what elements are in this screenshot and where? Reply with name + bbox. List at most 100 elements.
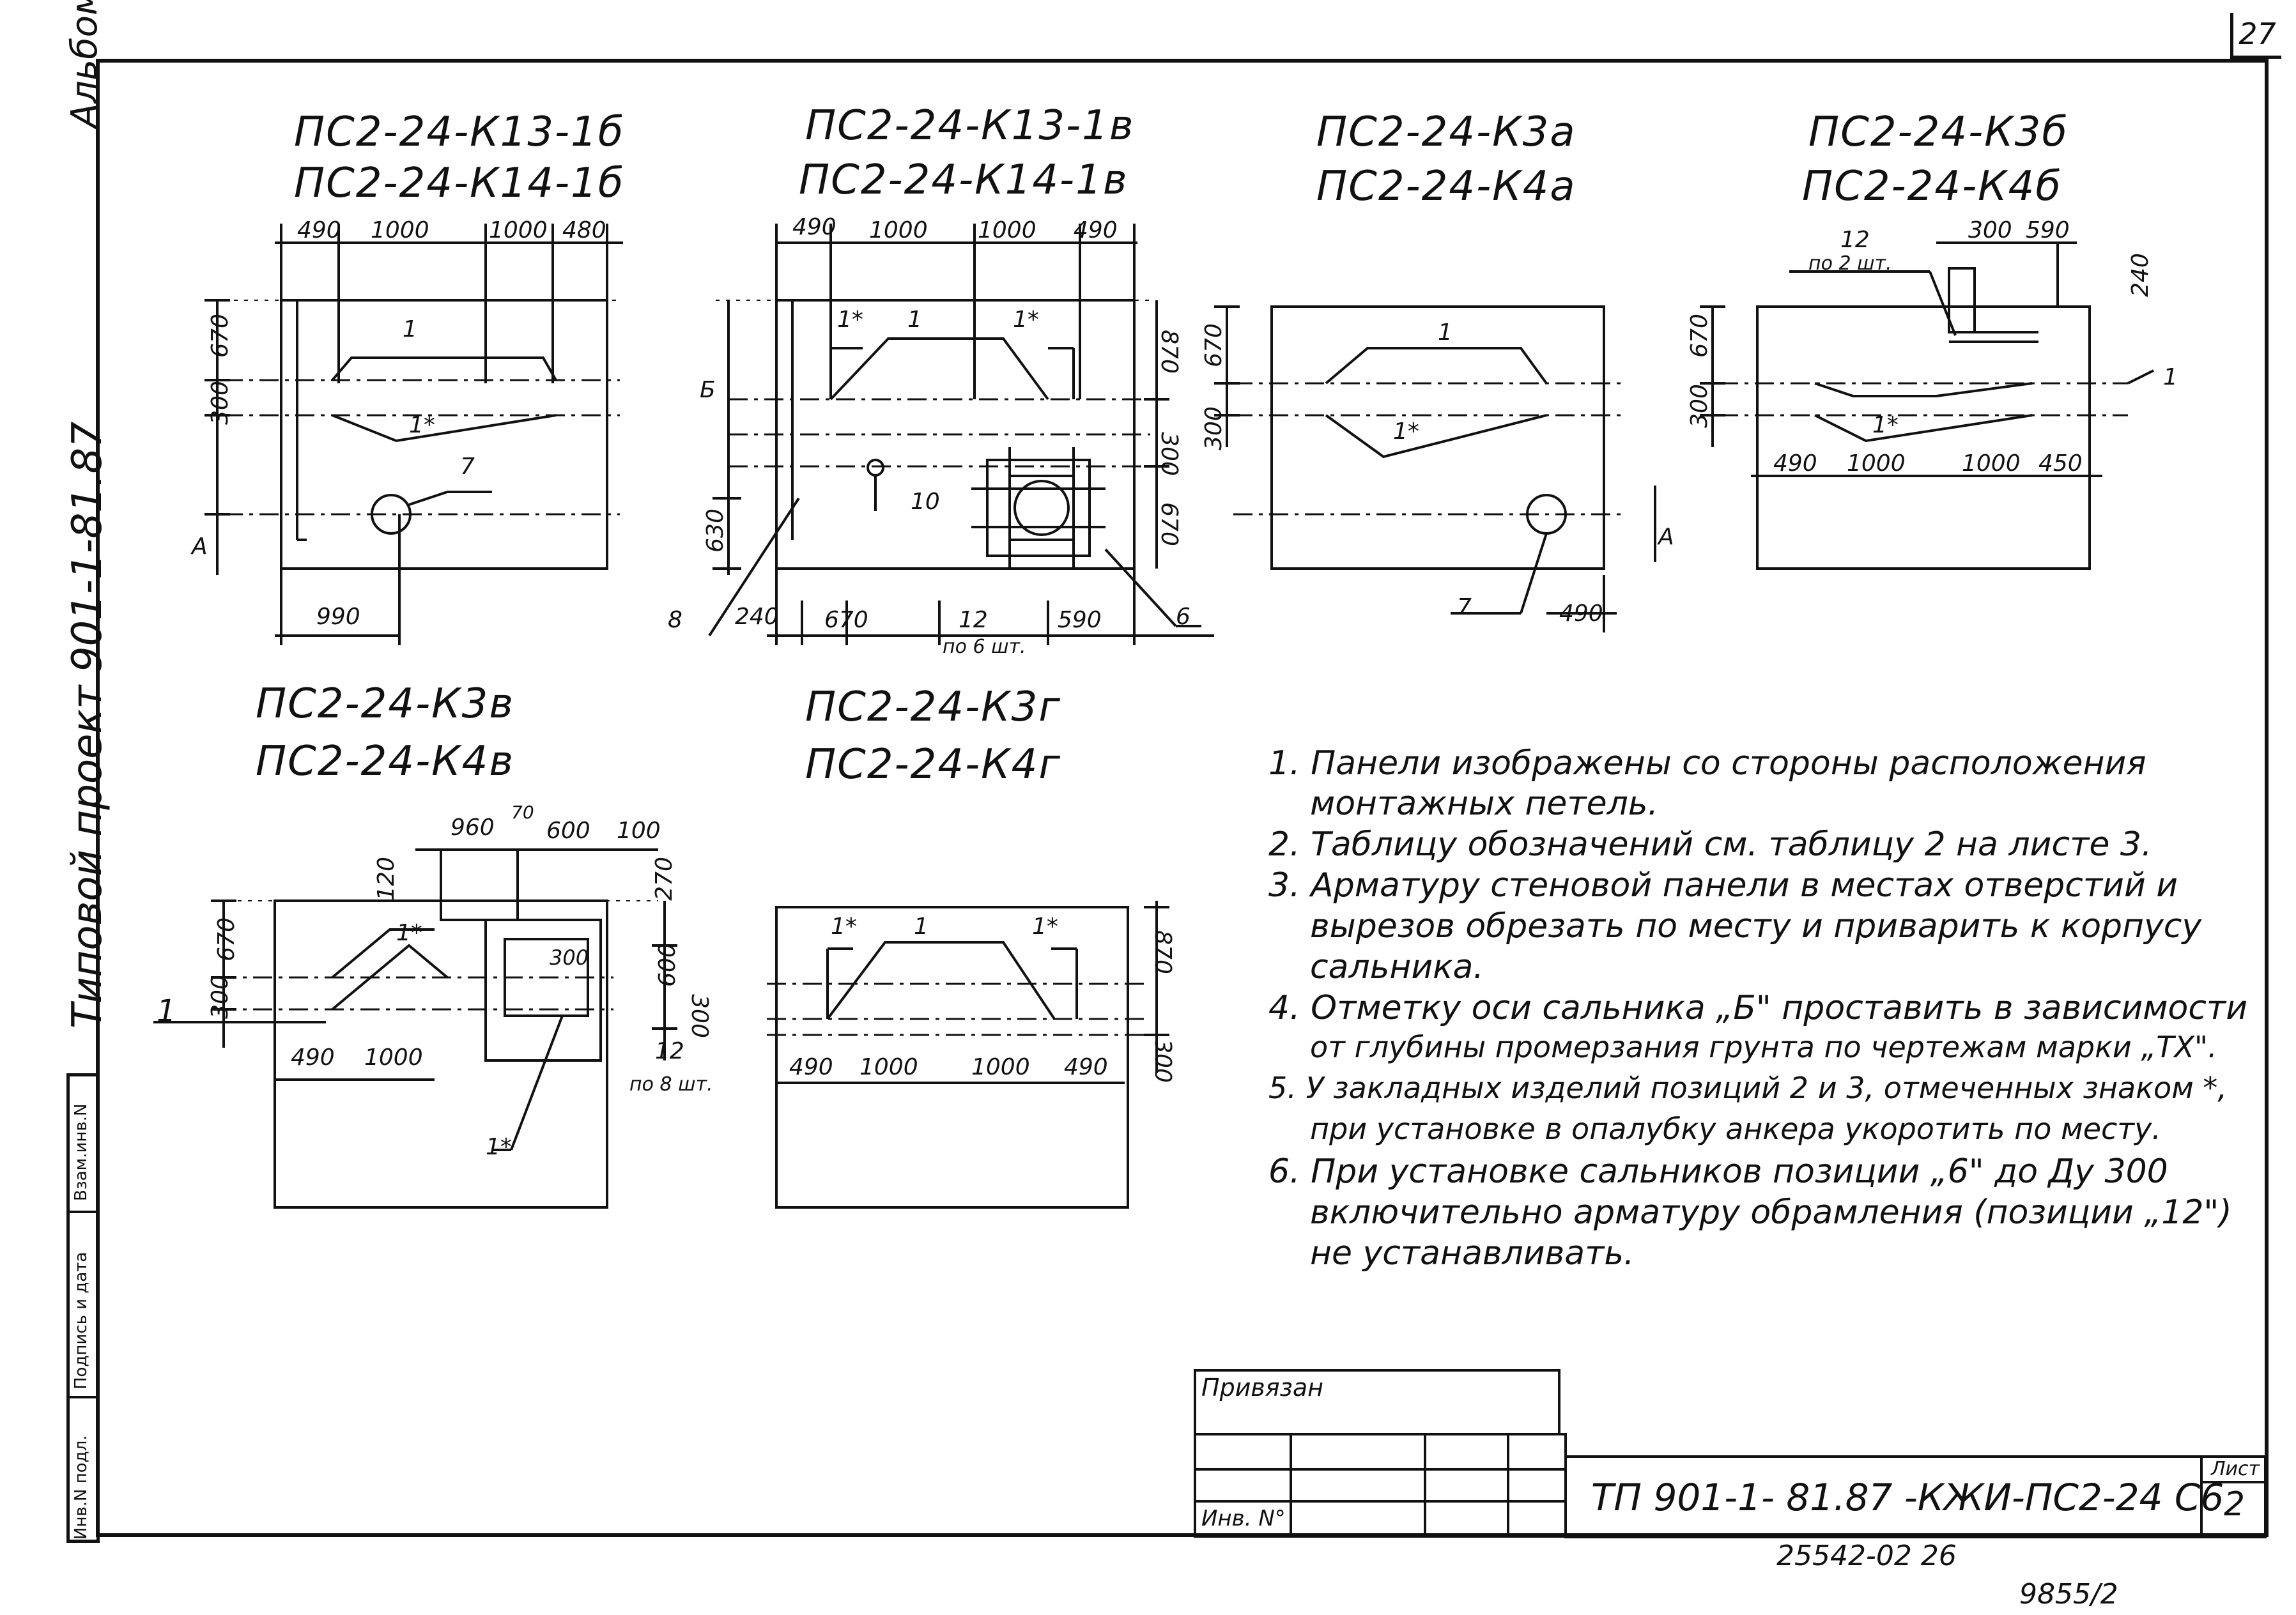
dim-1000-p2a: 1000	[869, 217, 928, 243]
dim-300-p4: 300	[1968, 217, 2012, 243]
note-line-10: при установке в опалубку анкера укоротит…	[1310, 1112, 2161, 1146]
dim-12-8-p5: по 8 шт.	[629, 1073, 713, 1096]
dim-1000-p6b: 1000	[971, 1054, 1030, 1080]
panel-title-5b: ПС2-24-К4в	[256, 738, 515, 785]
note-line-11: 6. При установке сальников позиции „6" д…	[1268, 1152, 2168, 1191]
dim-490-p5: 490	[291, 1045, 335, 1071]
dim-12-p5: 12	[655, 1038, 684, 1064]
dim-600-p5b: 600	[654, 943, 681, 987]
panel-title-1b: ПС2-24-К14-1б	[294, 160, 625, 207]
title-block-grid	[1194, 1369, 2267, 1538]
pos-1-p1: 1	[403, 316, 417, 342]
pos-1-p6: 1	[914, 914, 928, 940]
dim-480-p1: 480	[562, 217, 606, 243]
privyazan-label: Привязан	[1201, 1374, 1323, 1402]
dim-A-p3: А	[1658, 524, 1674, 550]
note-line-6: сальника.	[1310, 948, 1484, 986]
dim-12-p4: 12	[1840, 227, 1870, 253]
dim-12-p2: 12	[959, 607, 988, 633]
pos-1-p2: 1	[907, 307, 922, 333]
panel-title-6b: ПС2-24-К4г	[805, 741, 1061, 788]
note-line-9: 5. У закладных изделий позиций 2 и 3, от…	[1268, 1071, 2228, 1105]
note-line-4: 3. Арматуру стеновой панели в местах отв…	[1268, 866, 2178, 905]
dim-590-p4: 590	[2026, 217, 2070, 243]
drawing-code: ТП 901-1- 81.87 -КЖИ-ПС2-24 С6	[1591, 1476, 2224, 1519]
panel-4-drawing	[1700, 241, 2154, 570]
note-line-5: вырезов обрезать по месту и приварить к …	[1310, 907, 2202, 945]
dim-1000-p1a: 1000	[371, 217, 429, 243]
inv-no-label: Инв. N°	[1201, 1506, 1286, 1531]
pos-1s-p2b: 1*	[1013, 307, 1039, 333]
note-line-2: монтажных петель.	[1310, 785, 1659, 823]
dim-670-p1: 670	[206, 314, 233, 358]
dim-A-p1: А	[192, 533, 208, 560]
dim-590-p2: 590	[1058, 607, 1102, 633]
dim-490-p1: 490	[297, 217, 341, 243]
dim-240-p2: 240	[735, 604, 779, 630]
dim-270-p5: 270	[651, 857, 677, 901]
dim-70-p5: 70	[511, 802, 534, 823]
dim-1000-p2b: 1000	[978, 217, 1036, 243]
dim-300-p3: 300	[1200, 406, 1227, 450]
panel-title-2b: ПС2-24-К14-1в	[799, 157, 1129, 204]
dim-450-p4: 450	[2038, 450, 2083, 477]
pos-1s-p5b: 1*	[486, 1134, 512, 1160]
pos-1s-p4: 1*	[1872, 412, 1899, 438]
dim-670-p2: 670	[1155, 502, 1182, 546]
bottom-right-number: 9855/2	[2019, 1578, 2118, 1611]
dim-120-p5: 120	[373, 857, 399, 901]
dim-960-p5: 960	[451, 815, 495, 841]
dim-300-p4b: 300	[1686, 384, 1713, 428]
pos-1s-p5a: 1*	[396, 920, 422, 946]
panel-title-4b: ПС2-24-К4б	[1802, 163, 2062, 210]
panel-title-6a: ПС2-24-К3г	[805, 684, 1061, 731]
dim-870-p2: 870	[1155, 330, 1182, 374]
dim-300-p5b: 300	[206, 975, 233, 1019]
note-line-7: 4. Отметку оси сальника „Б" проставить в…	[1268, 989, 2248, 1027]
panel-title-2a: ПС2-24-К13-1в	[805, 102, 1135, 149]
dim-12-2-p4: по 2 шт.	[1808, 252, 1892, 275]
dim-490-p6a: 490	[789, 1054, 833, 1080]
dim-490-p6b: 490	[1064, 1054, 1108, 1080]
pos-6-p2: 6	[1176, 604, 1190, 630]
dim-1000-p4a: 1000	[1847, 450, 1906, 477]
dim-600-p5: 600	[546, 818, 590, 844]
dim-630-p2: 630	[702, 509, 728, 553]
pos-1s-p6a: 1*	[831, 914, 857, 940]
note-line-13: не устанавливать.	[1310, 1234, 1635, 1273]
panel-title-4a: ПС2-24-К3б	[1808, 109, 2069, 156]
dim-990-p1: 990	[316, 604, 360, 630]
dim-490-p4: 490	[1773, 450, 1817, 477]
note-line-3: 2. Таблицу обозначений см. таблицу 2 на …	[1268, 825, 2152, 864]
panel-title-3b: ПС2-24-К4а	[1316, 163, 1576, 210]
note-line-12: включительно арматуру обрамления (позици…	[1310, 1193, 2232, 1232]
panel-3-drawing	[1214, 305, 1656, 632]
dim-490-p2b: 490	[1074, 217, 1118, 243]
pos-1s-p2a: 1*	[837, 307, 863, 333]
note-line-1: 1. Панели изображены со стороны располож…	[1268, 744, 2146, 783]
pos-1s-p3: 1*	[1393, 418, 1419, 445]
pos-1s-p1: 1*	[409, 412, 435, 438]
panel-title-3a: ПС2-24-К3а	[1316, 109, 1576, 156]
pos-7-p1: 7	[460, 454, 475, 480]
dim-1000-p6a: 1000	[859, 1054, 918, 1080]
panel-2-drawing	[708, 224, 1214, 645]
dim-670-p2b: 670	[824, 607, 868, 633]
dim-870-p6: 870	[1149, 930, 1176, 974]
dim-670-p5: 670	[213, 917, 240, 961]
panel-5-drawing	[153, 848, 677, 1209]
panel-1-drawing	[204, 224, 623, 645]
dim-670-p3: 670	[1200, 323, 1227, 367]
drawing-frame	[96, 59, 2269, 1537]
dim-490-p3: 490	[1559, 601, 1603, 627]
bottom-code: 25542-02 26	[1776, 1540, 1957, 1572]
pos-8-p2: 8	[668, 607, 682, 633]
dim-490-p2a: 490	[792, 214, 836, 240]
dim-300-p5c: 300	[550, 945, 589, 970]
panel-6-drawing	[767, 901, 1169, 1209]
dim-1000-p4b: 1000	[1962, 450, 2021, 477]
pos-1-p5: 1	[157, 993, 176, 1029]
dim-300-p1: 300	[206, 381, 233, 425]
dim-100-p5: 100	[617, 818, 661, 844]
